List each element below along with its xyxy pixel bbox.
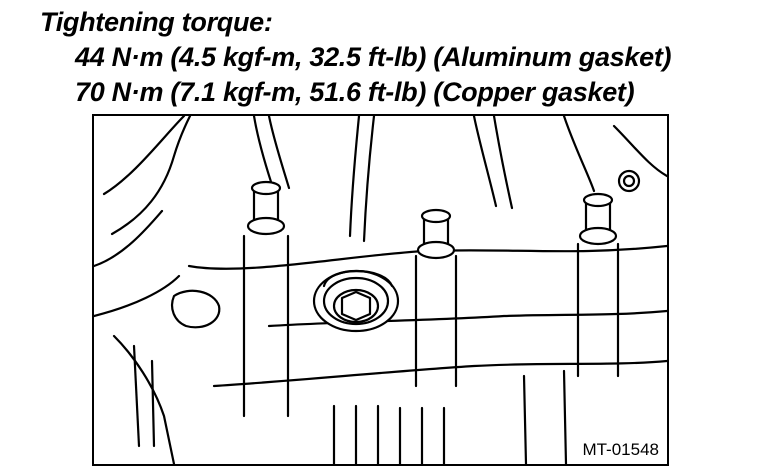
case-contour-left-3 bbox=[94, 209, 164, 268]
flange-lower-edge bbox=[212, 359, 667, 388]
case-rib-2 bbox=[267, 116, 291, 190]
case-rib-4 bbox=[362, 116, 376, 243]
case-lower-left-3 bbox=[150, 359, 156, 448]
torque-copper-gasket: 70 N·m (7.1 kgf-m, 51.6 ft-lb) (Copper g… bbox=[75, 77, 635, 107]
case-rib-5 bbox=[472, 116, 498, 208]
case-boss-upper-right bbox=[617, 169, 641, 193]
case-contour-right bbox=[562, 116, 596, 193]
case-rib-6 bbox=[492, 116, 514, 210]
case-contour-left-2 bbox=[110, 116, 192, 236]
bolt-left bbox=[242, 180, 290, 418]
case-line-drawing bbox=[94, 116, 667, 464]
case-lower-right bbox=[522, 369, 568, 464]
case-lower-fins bbox=[332, 404, 446, 464]
case-lower-left bbox=[112, 334, 176, 464]
bolt-right bbox=[576, 192, 620, 378]
case-rib-3 bbox=[348, 116, 361, 238]
torque-aluminum-gasket: 44 N·m (4.5 kgf-m, 32.5 ft-lb) (Aluminum… bbox=[75, 42, 672, 72]
bolt-center bbox=[414, 208, 458, 388]
case-contour-left-4 bbox=[94, 274, 181, 318]
case-contour-right-2 bbox=[612, 124, 667, 178]
transmission-drain-plug-illustration: MT-01548 bbox=[92, 114, 669, 466]
figure-code: MT-01548 bbox=[580, 440, 661, 460]
case-contour-left bbox=[102, 116, 186, 196]
drain-plug bbox=[312, 269, 400, 333]
case-left-boss bbox=[170, 289, 221, 329]
case-boss-upper-right-inner bbox=[622, 174, 636, 188]
case-lower-left-2 bbox=[132, 344, 141, 448]
torque-title: Tightening torque: bbox=[40, 7, 273, 37]
